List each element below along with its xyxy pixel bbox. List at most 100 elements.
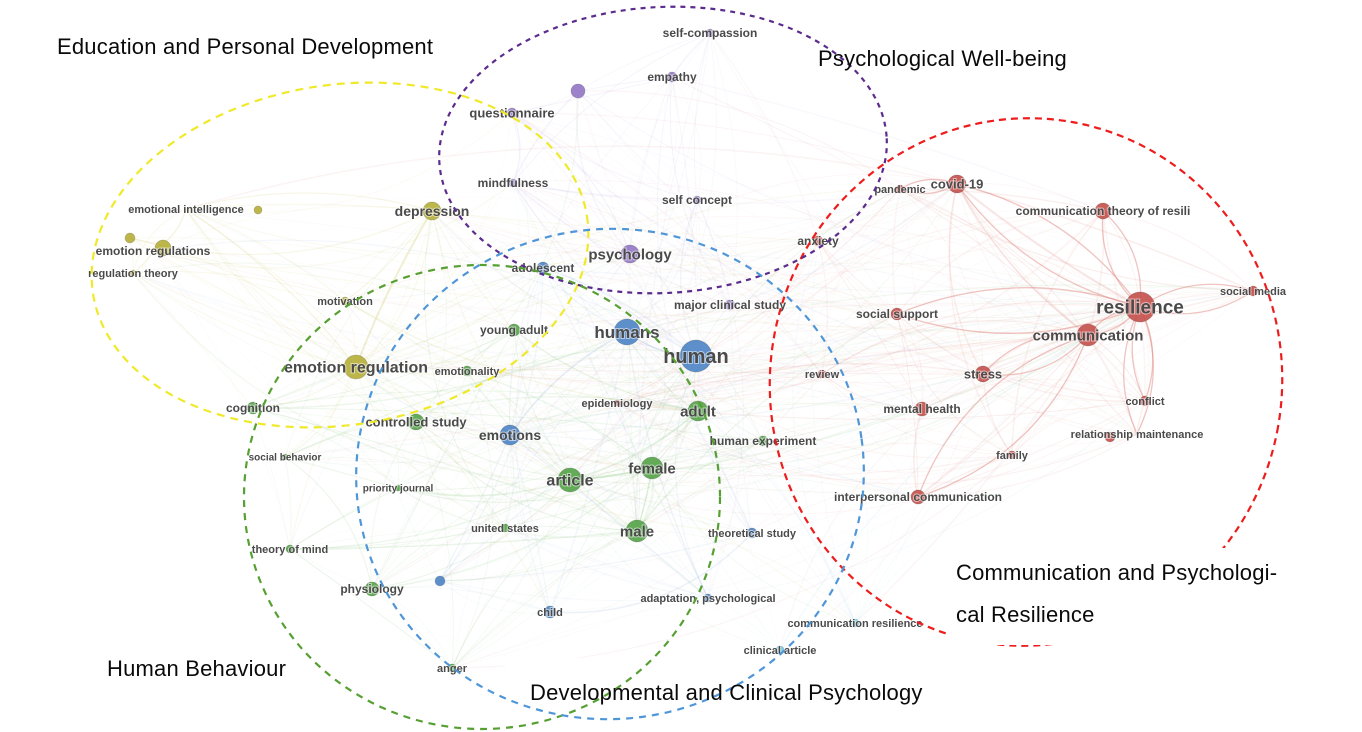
edge — [185, 208, 753, 534]
edge — [626, 199, 698, 333]
node-female[interactable] — [640, 456, 664, 480]
edge — [152, 250, 823, 375]
edge — [509, 434, 551, 613]
node-interpersonal-communication[interactable] — [910, 489, 926, 505]
edge — [899, 188, 923, 410]
node-united-states[interactable] — [500, 523, 510, 533]
node-physiology[interactable] — [364, 581, 380, 597]
edge — [397, 90, 579, 489]
node-major-clinical-study[interactable] — [724, 299, 736, 311]
node-psychology[interactable] — [620, 244, 640, 264]
node-family[interactable] — [1007, 450, 1017, 460]
node-emotion-regulation[interactable] — [343, 354, 369, 380]
node-questionnaire[interactable] — [506, 107, 518, 119]
node-anxiety[interactable] — [812, 235, 824, 247]
edge — [439, 434, 511, 582]
node-self-compassion[interactable] — [705, 28, 715, 38]
node-self-concept[interactable] — [692, 195, 702, 205]
node-motivation[interactable] — [340, 296, 350, 306]
node-unlabeled[interactable] — [124, 232, 136, 244]
node-conflict[interactable] — [1139, 395, 1151, 407]
node-review[interactable] — [817, 369, 827, 379]
node-emotions[interactable] — [499, 424, 521, 446]
edge — [511, 112, 823, 375]
node-adaptation-psychological[interactable] — [703, 593, 713, 603]
edge — [152, 250, 1089, 336]
edge — [697, 240, 819, 412]
node-young-adult[interactable] — [507, 323, 521, 337]
node-human-experiment[interactable] — [757, 435, 769, 447]
edge — [902, 183, 958, 498]
edge — [695, 355, 923, 410]
node-emotional-intelligence[interactable] — [253, 205, 263, 215]
edge — [509, 434, 653, 469]
cluster-label-developmental-clinical-psychology: Developmental and Clinical Psychology — [530, 680, 923, 705]
edge — [289, 290, 1254, 550]
edge — [542, 267, 753, 534]
edge — [289, 530, 638, 550]
edge — [729, 183, 958, 306]
node-theory-of-mind[interactable] — [285, 544, 295, 554]
edge — [152, 250, 291, 550]
edge — [651, 467, 856, 624]
node-theoretical-study[interactable] — [746, 527, 758, 539]
node-resilience[interactable] — [1124, 291, 1156, 323]
edge — [695, 355, 716, 599]
node-stress[interactable] — [974, 365, 992, 383]
node-emotionality[interactable] — [461, 365, 473, 377]
node-communication[interactable] — [1076, 323, 1100, 347]
node-label-psychology: psychology — [588, 246, 672, 263]
edge — [616, 370, 984, 404]
edge — [921, 378, 1146, 410]
node-label-male: male — [620, 523, 654, 540]
edge — [675, 355, 709, 599]
node-human[interactable] — [679, 339, 713, 373]
node-social-media[interactable] — [1247, 285, 1259, 297]
edge — [513, 329, 653, 469]
node-communication-theory-of-resili[interactable] — [1094, 202, 1112, 220]
node-priority-journal[interactable] — [394, 484, 402, 492]
edge — [956, 183, 1146, 402]
edge — [415, 401, 699, 423]
node-pandemic[interactable] — [895, 184, 905, 194]
node-social-behavior[interactable] — [281, 453, 289, 461]
node-mindfulness[interactable] — [508, 178, 518, 188]
edge — [651, 334, 1089, 469]
node-label-female: female — [628, 460, 676, 477]
node-adult[interactable] — [687, 400, 709, 422]
node-humans[interactable] — [613, 318, 641, 346]
node-covid-19[interactable] — [947, 174, 967, 194]
node-child[interactable] — [543, 605, 557, 619]
node-depression[interactable] — [422, 201, 442, 221]
node-label-adaptation-psychological: adaptation, psychological — [640, 593, 775, 605]
node-unlabeled[interactable] — [570, 83, 586, 99]
node-regulation-theory[interactable] — [129, 269, 137, 277]
node-relationship-maintenance[interactable] — [1104, 431, 1116, 443]
node-epidemiology[interactable] — [613, 399, 621, 407]
node-male[interactable] — [625, 519, 649, 543]
edge — [284, 300, 346, 458]
node-cognition[interactable] — [246, 401, 260, 415]
node-anger[interactable] — [447, 663, 457, 673]
node-social-support[interactable] — [890, 307, 904, 321]
nodes-layer: self-compassionempathyquestionnairemindf… — [87, 25, 1288, 676]
node-emotion-regulations[interactable] — [154, 239, 172, 257]
edge — [817, 234, 1141, 308]
edge — [431, 210, 571, 481]
node-mental-health[interactable] — [914, 401, 930, 417]
node-empathy[interactable] — [666, 71, 678, 83]
edge — [779, 373, 984, 651]
edge — [289, 267, 544, 550]
edge — [565, 253, 631, 481]
edge — [344, 300, 699, 412]
edge — [626, 331, 1013, 459]
edge — [896, 306, 1141, 319]
edge — [629, 76, 678, 255]
node-controlled-study[interactable] — [407, 413, 425, 431]
node-communication-resilience[interactable] — [850, 618, 860, 628]
edge — [626, 331, 823, 375]
edge — [284, 456, 638, 532]
node-article[interactable] — [557, 467, 583, 493]
node-unlabeled[interactable] — [434, 575, 446, 587]
edge — [424, 210, 506, 529]
